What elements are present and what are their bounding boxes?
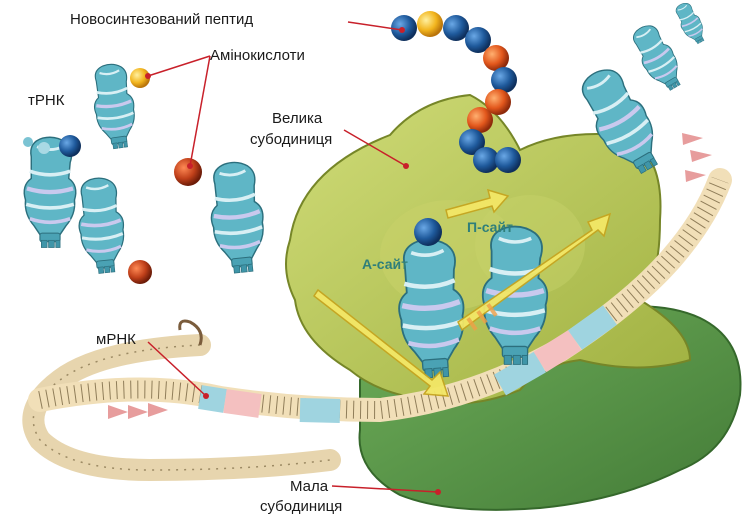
a-site-label: А-сайт bbox=[362, 256, 408, 272]
large-subunit-label-line2: субодиниця bbox=[250, 131, 332, 149]
large-subunit-label-line1: Велика bbox=[272, 110, 322, 128]
trna-label: тРНК bbox=[28, 92, 64, 110]
small-subunit-label-line1: Мала bbox=[290, 478, 328, 496]
mrna-label: мРНК bbox=[96, 331, 136, 349]
amino-acids-label: Амінокислоти bbox=[210, 47, 305, 65]
p-site-label: П-сайт bbox=[467, 219, 513, 235]
small-subunit-label-line2: субодиниця bbox=[260, 498, 342, 516]
peptide-label: Новосинтезований пептид bbox=[70, 11, 253, 29]
